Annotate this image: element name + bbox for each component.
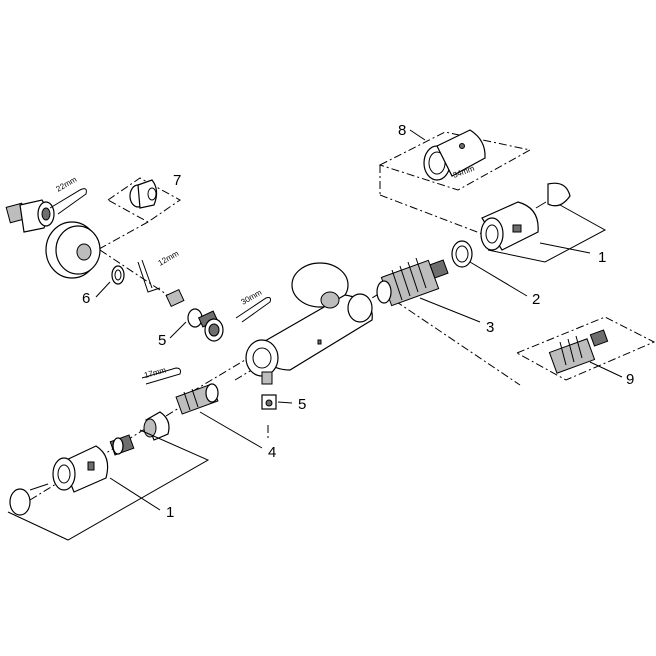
callout-2: 2 [532,291,540,308]
callout-5-bottom: 5 [298,396,306,413]
callout-4: 4 [268,444,276,461]
hex-key-12mm: 12mm [137,249,181,293]
part-7-group: 7 [69,172,181,266]
dim-label-22mm: 22mm [55,175,79,194]
left-cover-plate [45,221,101,279]
dim-label-17mm: 17mm [143,365,167,380]
callout-3: 3 [486,319,494,336]
callout-1-top: 1 [598,249,606,266]
wrench-22mm: 22mm [49,175,87,215]
callout-8: 8 [398,122,406,139]
callout-7: 7 [173,172,181,189]
part-5-left-connector: 5 [158,288,224,349]
part-5-bottom-fitting: 5 [261,394,306,413]
dim-label-30mm: 30mm [240,288,264,307]
wrench-30mm: 30mm [235,288,271,323]
callout-6: 6 [82,290,90,307]
callout-1-bottom: 1 [166,504,174,521]
part-6-washer: 6 [82,265,125,307]
callout-5-left: 5 [158,332,166,349]
dim-label-12mm: 12mm [157,249,181,268]
wrench-17mm: 17mm [141,365,181,385]
part-3-cartridge: 3 [376,257,494,336]
part-1-bottom-handle: 1 [7,411,210,541]
part-9-group: 9 [515,316,656,388]
left-elbow-fitting [5,199,55,233]
part-2-ring: 2 [451,240,540,308]
part-1-top-handle: 1 [480,182,606,266]
callout-9: 9 [626,371,634,388]
part-8-handle-group: 34mm 8 [378,122,532,236]
part-4-left-cartridge: 4 [175,383,276,461]
thermostat-body [245,262,373,385]
